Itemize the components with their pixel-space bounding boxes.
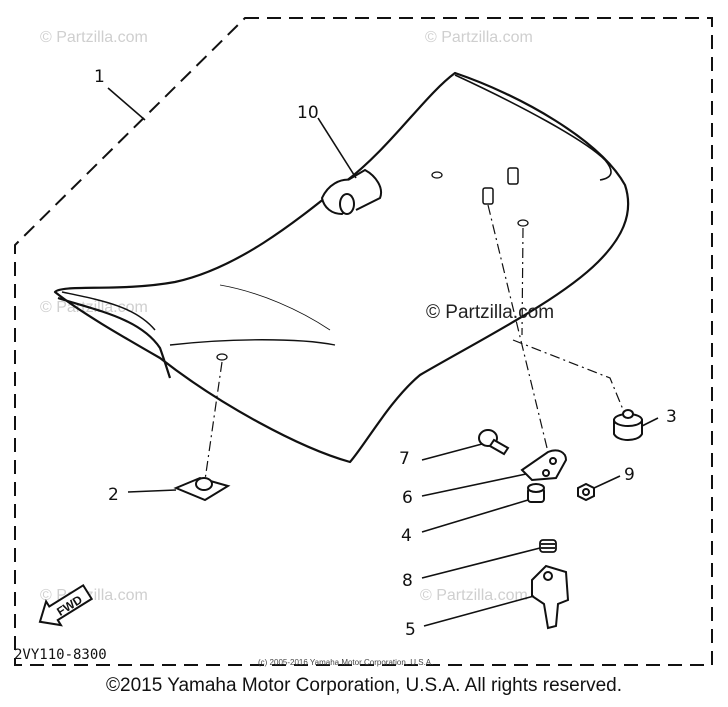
- guide-lines: [204, 204, 625, 481]
- spring: [539, 539, 557, 553]
- part-code: 2VY110-8300: [14, 647, 107, 663]
- seat-bracket: [520, 449, 568, 482]
- footer-copyright: ©2015 Yamaha Motor Corporation, U.S.A. A…: [106, 675, 622, 696]
- seat-stud: [482, 167, 519, 205]
- watermark-top-right: © Partzilla.com: [425, 29, 533, 46]
- watermark-bottom-right: © Partzilla.com: [420, 587, 528, 604]
- callout-6: 6: [402, 488, 413, 508]
- small-copyright: (c) 2005-2016 Yamaha Motor Corporation, …: [258, 658, 433, 667]
- callout-2: 2: [108, 485, 119, 505]
- nut-plate: [173, 476, 231, 502]
- watermark-center: © Partzilla.com: [426, 302, 554, 323]
- nut: [577, 482, 595, 502]
- seat-bolt: [478, 429, 510, 456]
- callout-9: 9: [624, 465, 635, 485]
- seat-strap: [320, 168, 382, 216]
- seat-body: [53, 71, 630, 464]
- leader-lines: [107, 87, 659, 627]
- seat-hole: [517, 219, 529, 227]
- watermark-mid-left: © Partzilla.com: [40, 299, 148, 316]
- seat-hole: [431, 171, 443, 179]
- assembly-boundary: [14, 17, 713, 666]
- collar: [527, 483, 545, 503]
- seat-lock-hook: [531, 564, 570, 630]
- callout-4: 4: [401, 526, 412, 546]
- seat-damper: [613, 409, 643, 441]
- callout-1: 1: [94, 67, 105, 87]
- callout-7: 7: [399, 449, 410, 469]
- watermark-top-left: © Partzilla.com: [40, 29, 148, 46]
- callout-10: 10: [297, 103, 319, 123]
- callout-8: 8: [402, 571, 413, 591]
- callout-3: 3: [666, 407, 677, 427]
- seat-hole: [216, 353, 228, 361]
- callout-5: 5: [405, 620, 416, 640]
